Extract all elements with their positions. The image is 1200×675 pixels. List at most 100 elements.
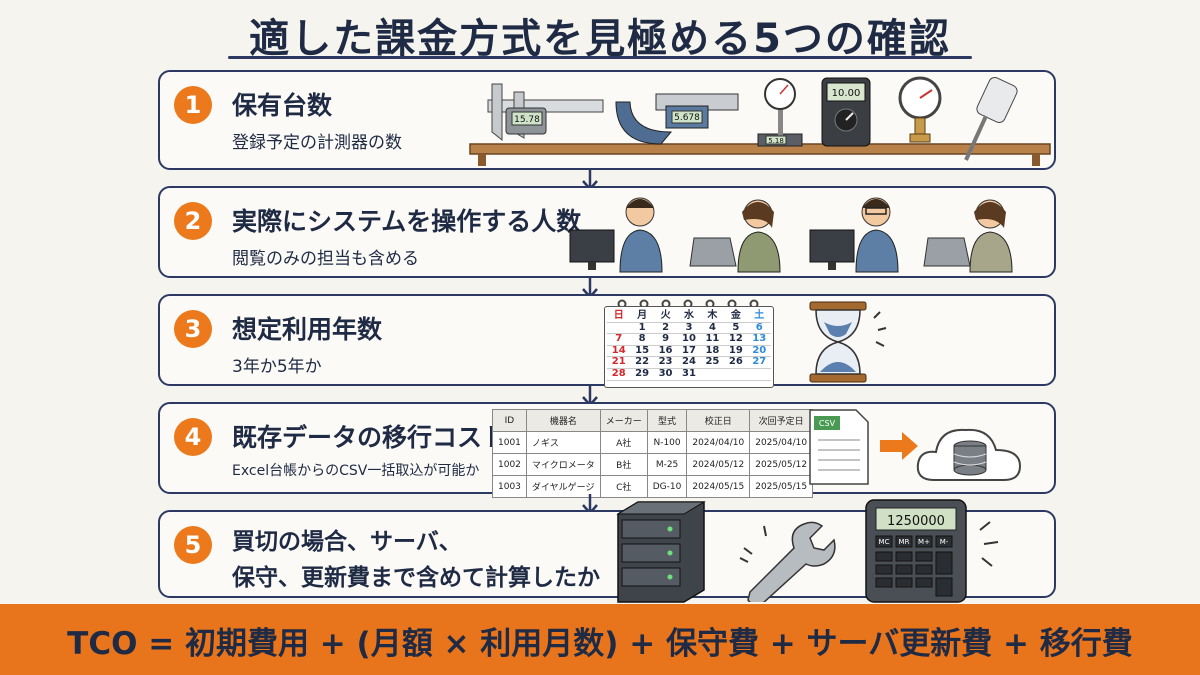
- hourglass-icon: [809, 301, 887, 383]
- calendar-day: 27: [747, 357, 771, 369]
- calendar-day: 20: [747, 345, 771, 358]
- step-3-subtitle: 3年か5年か: [232, 357, 322, 377]
- thermometer-icon: [964, 77, 1018, 161]
- calendar-day: 3: [677, 322, 701, 335]
- calendar-weekday: 金: [724, 310, 748, 323]
- instruments-shelf-illustration: 15.78 5.678 5.18 10.00: [469, 76, 1051, 166]
- step-2-badge: 2: [174, 202, 212, 240]
- table-cell: 1001: [492, 431, 527, 454]
- calendar-day: 21: [607, 357, 631, 369]
- page-title: 適した課金方式を見極める5つの確認: [249, 16, 951, 62]
- calendar-day: 9: [653, 334, 678, 346]
- step-3-title: 想定利用年数: [232, 315, 383, 344]
- table-header-cell: 機器名: [525, 409, 601, 432]
- calendar-day: 13: [747, 334, 771, 346]
- calculator-key-label: M+: [918, 538, 930, 546]
- calculator-display: 1250000: [887, 514, 945, 529]
- calendar-weekday: 日: [607, 310, 631, 323]
- step-3-badge: 3: [174, 310, 212, 348]
- table-cell: 2025/05/15: [749, 475, 814, 498]
- calendar-day: 18: [700, 345, 725, 358]
- calendar-day: 8: [630, 334, 654, 346]
- calendar-weekday: 水: [677, 310, 701, 323]
- table-header-cell: 型式: [646, 409, 688, 432]
- calendar-day: 19: [724, 345, 748, 358]
- step-5-badge: 5: [174, 526, 212, 564]
- calendar-day: 26: [724, 357, 748, 369]
- calendar-day: 7: [607, 334, 631, 346]
- wrench-icon: [739, 521, 836, 602]
- step-4-title: 既存データの移行コスト: [232, 423, 508, 452]
- calendar-day: 31: [677, 368, 701, 381]
- table-cell: 1002: [492, 453, 527, 476]
- dial-base-display: 5.18: [768, 137, 784, 145]
- step-5-subtitle: 保守、更新費まで含めて計算したか: [232, 565, 600, 591]
- table-header-cell: ID: [492, 409, 527, 432]
- person-desktop-icon-2: [809, 197, 899, 273]
- table-cell: 1003: [492, 475, 527, 498]
- calendar-weekday: 木: [700, 310, 725, 323]
- caliper-icon: [487, 83, 604, 142]
- calendar-day: 6: [747, 322, 771, 335]
- calendar-day: [747, 369, 771, 381]
- csv-file-icon: [809, 409, 869, 485]
- table-cell: 2025/05/12: [749, 453, 814, 476]
- calendar-day: 11: [700, 334, 725, 346]
- csv-to-cloud-illustration: CSV: [809, 409, 1022, 485]
- cloud-database-icon: [916, 428, 1022, 481]
- tco-formula: TCO = 初期費用 + (月額 × 利用月数) + 保守費 + サーバ更新費 …: [67, 626, 1133, 662]
- table-cell: DG-10: [646, 475, 688, 498]
- table-header-cell: 校正日: [686, 409, 751, 432]
- calendar-weekday: 月: [630, 310, 654, 323]
- table-cell: 2025/04/10: [749, 431, 814, 454]
- calculator-key: [935, 535, 953, 548]
- calculator-key-label: MC: [879, 538, 890, 546]
- calendar-day: 15: [630, 345, 654, 358]
- staff-at-computers-illustration: [569, 197, 1013, 273]
- calendar-day: [607, 323, 631, 335]
- person-desktop-icon: [569, 197, 663, 273]
- calendar-day: 30: [653, 368, 678, 381]
- pressure-gauge-icon: [898, 76, 942, 143]
- multimeter-icon: [821, 77, 871, 147]
- calendar-day: 4: [700, 322, 725, 335]
- server-tower-icon: [616, 501, 706, 603]
- calendar-day: 29: [630, 368, 654, 381]
- table-cell: A社: [599, 431, 648, 454]
- caliper-display: 15.78: [514, 115, 540, 125]
- calendar-day: 1: [630, 322, 654, 335]
- calculator-key-label: MR: [899, 538, 910, 546]
- calendar-day: 25: [700, 357, 725, 369]
- calculator-key: [915, 535, 933, 548]
- title-underline: [228, 56, 972, 59]
- step-2-subtitle: 閲覧のみの担当も含める: [232, 249, 419, 269]
- calendar-day: 24: [677, 357, 701, 369]
- table-cell: B社: [599, 453, 648, 476]
- table-cell: C社: [599, 475, 648, 498]
- person-laptop-icon: [689, 199, 781, 273]
- sparkle-lines-icon: [979, 521, 999, 567]
- calendar-weekday: 土: [747, 310, 771, 323]
- step-1-badge: 1: [174, 86, 212, 124]
- calculator-key: [895, 535, 913, 548]
- calendar-day: 17: [677, 345, 701, 358]
- step-4-subtitle: Excel台帳からのCSV一括取込が可能か: [232, 463, 480, 479]
- calendar-day: [724, 369, 748, 381]
- table-cell: 2024/05/12: [686, 453, 751, 476]
- table-header-cell: 次回予定日: [749, 409, 814, 432]
- calendar-weekday: 火: [653, 310, 678, 323]
- micrometer-display: 5.678: [674, 113, 700, 123]
- csv-label: CSV: [819, 419, 836, 428]
- calendar-day: 23: [653, 357, 678, 369]
- calendar-day: 16: [653, 345, 678, 358]
- calendar-day: 10: [677, 334, 701, 346]
- table-cell: M-25: [646, 453, 688, 476]
- footer-banner: TCO = 初期費用 + (月額 × 利用月数) + 保守費 + サーバ更新費 …: [0, 604, 1200, 675]
- calendar-day: 22: [630, 357, 654, 369]
